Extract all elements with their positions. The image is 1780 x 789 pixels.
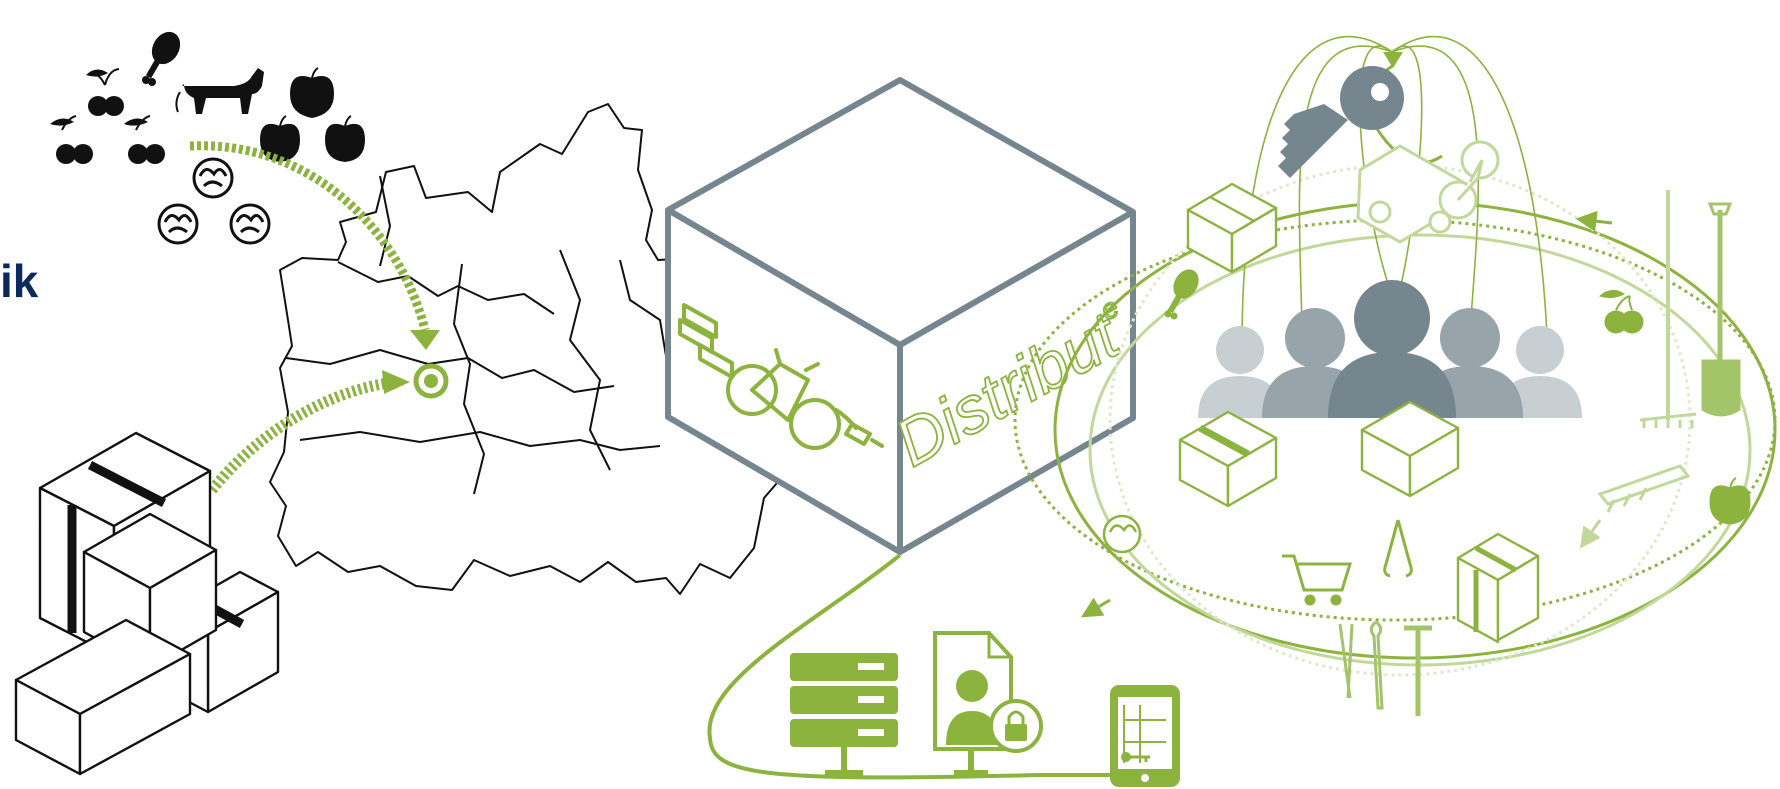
apple-icon	[260, 115, 300, 162]
shared-tools	[1102, 190, 1751, 716]
it-network	[707, 553, 1180, 787]
cabbage-icon	[157, 203, 199, 245]
cherries-icon	[124, 115, 165, 164]
cherries-icon	[1598, 290, 1644, 334]
shovel-icon	[1701, 202, 1741, 417]
drumstick-icon	[1164, 269, 1199, 320]
district-border	[299, 431, 661, 451]
box-icon	[1360, 400, 1460, 498]
cube-right-face	[897, 209, 1136, 555]
people-group-icon	[1198, 280, 1582, 418]
box-stack	[14, 431, 280, 776]
circulation-path	[1108, 163, 1692, 677]
district-border	[453, 263, 485, 495]
arrowhead	[410, 330, 440, 350]
district-border	[559, 249, 611, 471]
apple-icon	[290, 67, 334, 118]
server-icon	[790, 653, 898, 778]
key-icon	[1278, 66, 1404, 178]
distribute-cube	[665, 77, 1136, 555]
e-bike-icon	[678, 303, 884, 450]
cabbage-icon	[1102, 514, 1142, 554]
drumstick-icon	[142, 31, 181, 86]
shopping-cart-icon	[1282, 554, 1353, 606]
apple-icon	[1709, 477, 1751, 525]
plug-icon	[834, 408, 884, 448]
district-border	[337, 261, 555, 315]
box-icon	[14, 618, 192, 776]
cabbage-icon	[192, 157, 234, 199]
cherries-icon	[50, 115, 93, 164]
tablet-map-icon	[1110, 685, 1180, 787]
box-icon	[1178, 410, 1278, 508]
network-connection	[707, 553, 1180, 780]
direction-arrow	[1575, 210, 1613, 232]
document-user-lock-icon	[933, 631, 1043, 778]
tools-icon	[1338, 620, 1432, 716]
box-icon	[1186, 182, 1278, 274]
rake-icon	[1639, 190, 1697, 428]
person-icon	[1328, 280, 1456, 418]
district-border	[619, 259, 671, 381]
apple-icon	[325, 115, 365, 162]
saw-icon	[1597, 464, 1691, 513]
produce-cluster	[50, 31, 365, 245]
car-bike-icon	[1356, 140, 1500, 244]
district-border	[285, 349, 615, 393]
supply-flow-arrows	[189, 141, 449, 494]
cow-icon	[175, 68, 264, 114]
arrowhead	[382, 370, 410, 394]
pliers-icon	[1383, 519, 1413, 578]
cabbage-icon	[229, 203, 271, 245]
hub-target-icon	[413, 363, 449, 399]
person-icon	[1198, 326, 1582, 418]
goods-flow-arrow	[207, 376, 396, 494]
cherries-icon	[86, 68, 124, 116]
direction-arrow	[1579, 519, 1602, 549]
arrowhead	[1383, 52, 1403, 68]
headline-fragment: ik	[0, 255, 39, 307]
district-border	[379, 175, 391, 267]
shared-items	[1178, 182, 1540, 644]
box-icon	[1456, 532, 1540, 644]
direction-arrow	[1080, 597, 1111, 618]
produce-flow-arrow	[189, 141, 430, 332]
